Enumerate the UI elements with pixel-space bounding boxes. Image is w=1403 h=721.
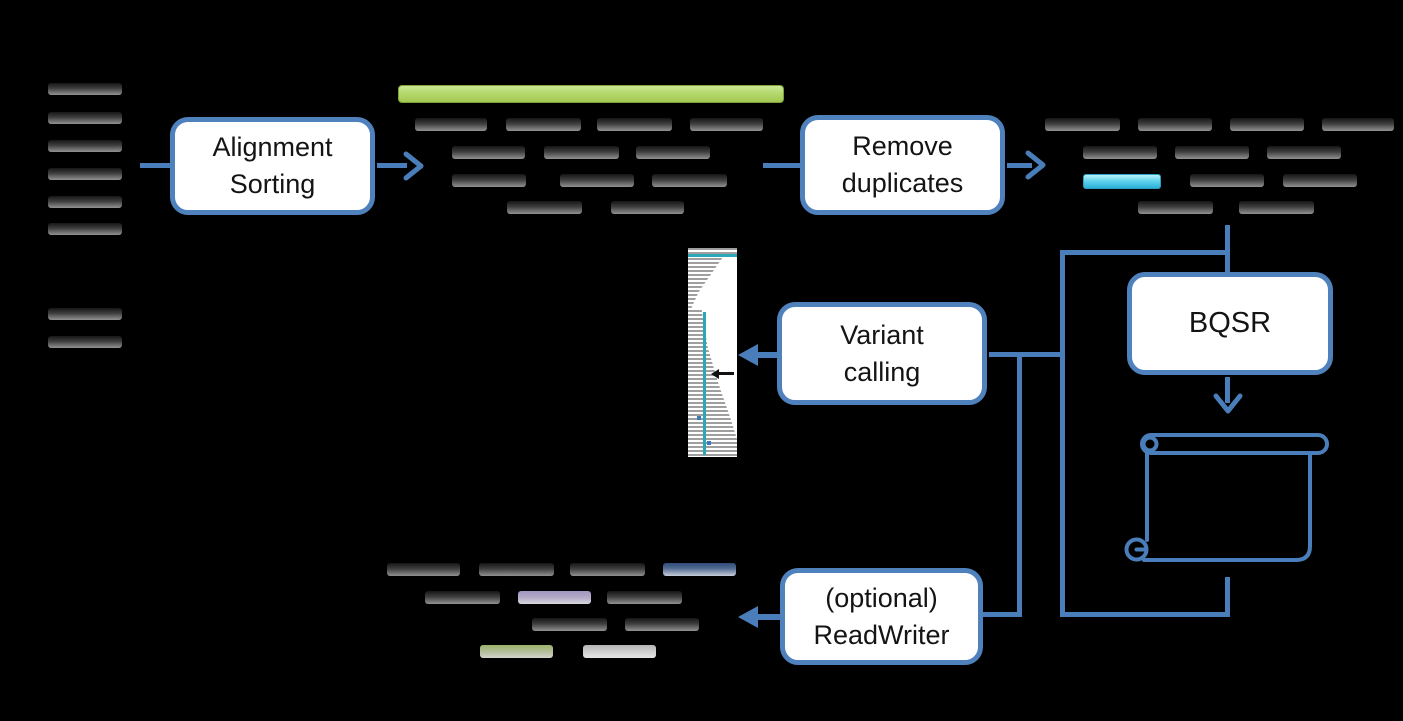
read-bar xyxy=(611,201,684,214)
readwriter-label-line1: (optional) xyxy=(825,582,938,613)
read-bar xyxy=(652,174,727,187)
read-bar xyxy=(48,83,122,95)
read-bar xyxy=(1138,118,1212,131)
recalibration-report-scroll-icon xyxy=(1124,433,1329,562)
alignment-sorting-label-line1: Alignment xyxy=(212,132,333,162)
read-bar xyxy=(1190,174,1264,187)
reference-bar xyxy=(398,85,784,103)
connector-readwriter-output xyxy=(755,614,781,620)
read-bar xyxy=(48,223,122,235)
read-bar xyxy=(625,618,699,631)
arrowhead-right-icon xyxy=(403,151,424,181)
read-bar xyxy=(1138,201,1213,214)
pileup-blue-dot xyxy=(707,441,711,445)
pileup-variant-column xyxy=(703,312,706,455)
remove-duplicates-label-line1: Remove xyxy=(852,131,953,161)
connector-loop-to-readwriter xyxy=(982,612,1022,617)
pileup-pointer-icon xyxy=(711,369,719,379)
arrowhead-right-icon xyxy=(1025,150,1046,180)
connector-variantcalling-output xyxy=(755,352,779,358)
pileup-teal-track xyxy=(688,254,737,257)
pileup-blue-dot xyxy=(697,416,701,420)
read-bar xyxy=(48,168,122,180)
variant-calling-label-line1: Variant xyxy=(840,319,924,350)
read-bar xyxy=(570,563,645,576)
variant-calling-box: Variant calling xyxy=(777,302,987,405)
variant-calling-label-line2: calling xyxy=(843,356,921,387)
read-bar xyxy=(690,118,763,131)
readwriter-label-line2: ReadWriter xyxy=(813,619,950,650)
read-bar xyxy=(1175,146,1249,159)
read-bar xyxy=(48,112,122,124)
connector-loop-left xyxy=(1060,250,1065,617)
read-bar xyxy=(663,563,736,576)
read-bar xyxy=(387,563,460,576)
connector-rawreads-to-alignment xyxy=(140,163,172,168)
read-bar xyxy=(1239,201,1314,214)
pileup-pointer-line xyxy=(719,372,734,375)
read-bar xyxy=(607,591,682,604)
arrowhead-left-icon xyxy=(738,344,758,366)
read-bar xyxy=(48,196,122,208)
arrowhead-down-icon xyxy=(1213,393,1243,414)
connector-dedup-to-bqsr xyxy=(1225,225,1230,274)
connector-sorted-to-removedup xyxy=(763,163,802,168)
variant-pileup-screenshot xyxy=(688,248,737,457)
remove-duplicates-box: Remove duplicates xyxy=(800,115,1005,215)
read-bar xyxy=(518,591,591,604)
read-bar xyxy=(48,308,122,320)
read-bar xyxy=(560,174,634,187)
read-bar xyxy=(1267,146,1341,159)
read-bar xyxy=(48,140,122,152)
read-bar xyxy=(506,118,581,131)
read-bar xyxy=(452,174,526,187)
read-bar xyxy=(1083,146,1157,159)
read-bar xyxy=(507,201,582,214)
connector-bqsr-to-report xyxy=(1225,377,1230,403)
read-bar xyxy=(1045,118,1120,131)
remove-duplicates-label-line2: duplicates xyxy=(841,168,964,198)
connector-loop-bottom xyxy=(1060,612,1230,617)
read-bar xyxy=(480,645,553,658)
connector-loop-top xyxy=(1060,250,1230,255)
bqsr-label: BQSR xyxy=(1188,307,1272,339)
pileup-top-reads xyxy=(688,248,737,254)
read-bar xyxy=(479,563,554,576)
read-bar xyxy=(415,118,487,131)
connector-branch-readwriter xyxy=(1017,352,1022,617)
read-bar xyxy=(1322,118,1394,131)
readwriter-box: (optional) ReadWriter xyxy=(780,568,983,665)
read-bar xyxy=(544,146,619,159)
connector-report-down xyxy=(1225,577,1230,617)
alignment-sorting-box: Alignment Sorting xyxy=(170,117,375,215)
read-bar xyxy=(583,645,656,658)
alignment-sorting-label-line2: Sorting xyxy=(229,169,316,199)
pileup-upper-read-wedge xyxy=(688,258,723,310)
read-bar xyxy=(48,336,122,348)
read-bar xyxy=(1283,174,1357,187)
pileup-lower-read-block xyxy=(688,310,737,457)
read-bar xyxy=(1230,118,1304,131)
duplicate-highlight-bar xyxy=(1083,174,1161,189)
read-bar xyxy=(425,591,500,604)
connector-alignment-to-sorted xyxy=(377,163,407,168)
connector-removedup-to-dedup xyxy=(1007,163,1032,168)
read-bar xyxy=(452,146,525,159)
arrowhead-left-icon xyxy=(738,606,758,628)
connector-loop-to-variantcalling xyxy=(989,352,1062,357)
read-bar xyxy=(597,118,672,131)
bqsr-box: BQSR xyxy=(1127,272,1333,375)
read-bar xyxy=(636,146,710,159)
read-bar xyxy=(532,618,607,631)
